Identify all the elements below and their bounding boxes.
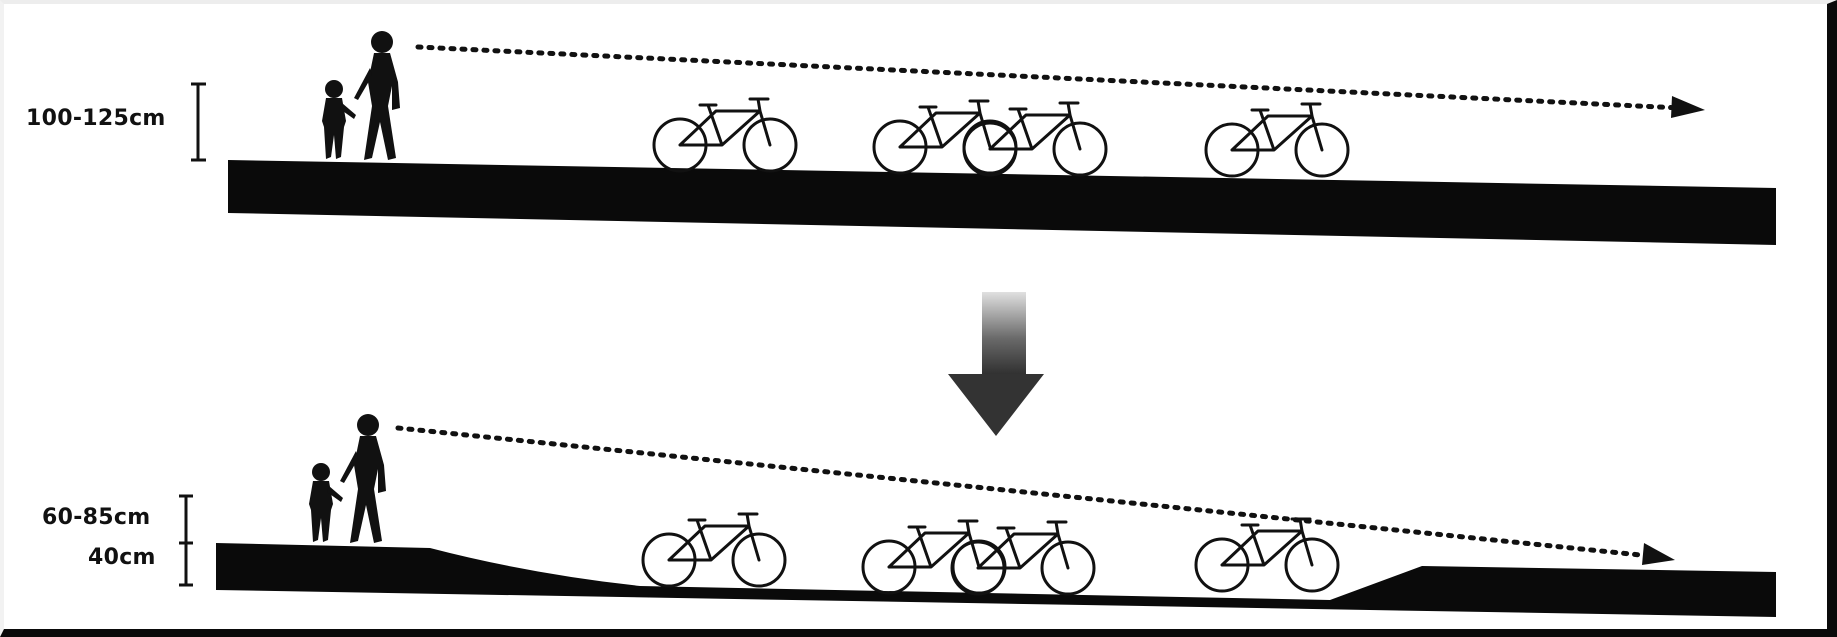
adult-silhouette-icon: [340, 414, 386, 543]
top-dimension-marker: [191, 82, 206, 162]
bottom-section: [179, 414, 1776, 617]
top-ground-slab: [228, 160, 1776, 245]
sight-line: [415, 44, 1683, 111]
down-arrow-icon: [948, 292, 1044, 436]
bicycle-icon: [641, 512, 787, 588]
bottom-dimension-marker: [179, 494, 193, 587]
bicycle-icon: [652, 97, 798, 173]
bottom-ground-slab: [216, 543, 1776, 617]
bicycle-icon: [872, 99, 1018, 175]
child-silhouette-icon: [322, 80, 356, 159]
bicycle-icon: [950, 520, 1096, 596]
top-eye-height-label: 100-125cm: [26, 106, 166, 131]
bicycle-icon: [1194, 517, 1340, 593]
bottom-lowering-label: 40cm: [88, 545, 156, 570]
adult-silhouette-icon: [354, 31, 400, 160]
sight-line-arrowhead: [1642, 543, 1675, 565]
sight-line: [395, 425, 1653, 559]
bicycle-icon: [1204, 102, 1350, 178]
bicycle-icon: [962, 101, 1108, 177]
child-silhouette-icon: [309, 463, 343, 542]
sight-line-arrowhead: [1671, 96, 1705, 118]
bicycle-icon: [861, 519, 1007, 595]
bottom-eye-height-label: 60-85cm: [42, 505, 151, 530]
top-section: [191, 31, 1776, 245]
